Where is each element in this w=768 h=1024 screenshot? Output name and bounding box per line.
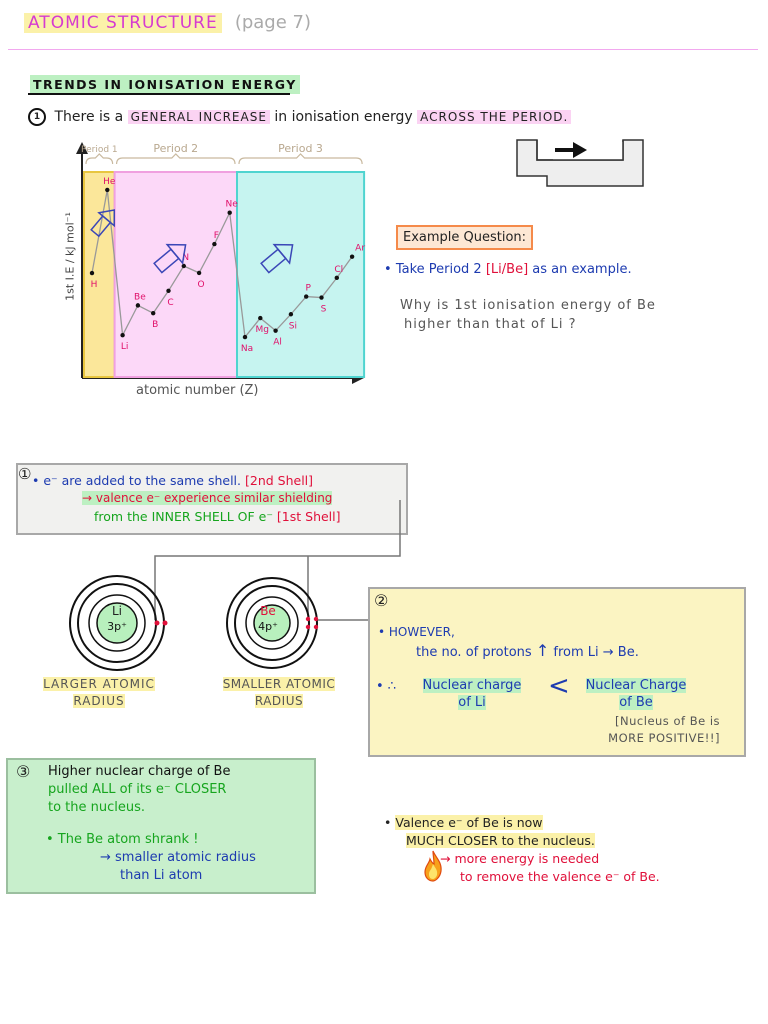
period-brace [116,153,236,165]
trend-arrow-icon [153,243,187,274]
chart-xlabel: atomic number (Z) [136,383,259,398]
data-point [288,312,294,317]
conclusion: • Valence e⁻ of Be is now MUCH CLOSER to… [384,815,660,884]
period-brace [238,153,363,165]
explanation-box-3: ③ Higher nuclear charge of Be pulled ALL… [6,758,316,894]
page-number: (page 7) [234,12,311,33]
element-label: Li [121,342,129,352]
data-point [273,328,278,333]
box-number: ③ [16,762,31,781]
element-label: H [91,280,98,290]
period-label: Period 3 [278,142,323,155]
period-band [236,171,366,378]
section-title: TRENDS IN IONISATION ENERGY [30,74,300,94]
data-point [196,270,202,276]
element-label: P [305,284,311,294]
example-question-label: Example Question: [396,225,534,250]
element-label: S [321,305,327,315]
data-point [212,241,217,247]
period-band [113,171,238,378]
data-point [334,275,339,281]
period-label: Period 2 [153,142,198,155]
data-point [227,210,232,215]
section-title-underline [28,93,290,95]
circled-1-icon: 1 [28,108,46,126]
trend-arrow-icon [260,243,294,274]
atom-be-caption: SMALLER ATOMIC RADIUS [222,677,336,708]
atom-li-nucleus: 3p⁺ [107,620,127,633]
page-title: ATOMIC STRUCTURE [24,13,222,33]
atom-be [226,577,319,669]
atom-li [69,575,168,671]
data-point [181,263,186,269]
fire-icon [424,850,442,882]
data-point [166,288,171,293]
data-point [319,295,324,300]
data-point [304,294,309,299]
element-label: Ar [355,244,365,254]
data-point [349,254,355,259]
point-1: 1 There is a GENERAL INCREASE in ionisat… [28,108,572,126]
explanation-box-2: ② • HOWEVER, the no. of protons ↑ from L… [368,587,746,757]
atom-be-symbol: Be [260,604,276,618]
ie-series-line [91,189,353,339]
period-brace [85,153,114,165]
element-label: N [182,253,189,263]
data-point [120,333,125,338]
element-label: Mg [256,325,269,335]
header-divider [8,49,758,50]
data-point [89,270,95,276]
element-label: Ne [226,200,239,210]
element-label: F [214,231,219,241]
box-number: ① [18,465,32,483]
element-label: Be [134,292,146,302]
example-question-text: Why is 1st ionisation energy of Be highe… [400,298,656,332]
atom-li-caption: LARGER ATOMIC RADIUS [43,677,155,708]
page-header: ATOMIC STRUCTURE (page 7) [24,12,311,33]
element-label: O [198,280,205,290]
element-label: He [103,177,116,187]
data-point [258,315,263,321]
trend-arrow-icon [90,209,116,238]
element-label: Si [289,321,297,331]
box-number: ② [374,591,389,610]
periodic-table-sketch-icon [516,139,644,187]
element-label: B [152,320,158,330]
data-point [135,303,141,308]
period-label: Period 1 [81,145,118,155]
element-label: Cl [334,265,343,275]
atom-be-nucleus: 4p⁺ [258,620,278,633]
explanation-box-1: ① • e⁻ are added to the same shell. [2nd… [16,463,408,535]
element-label: C [167,298,173,308]
data-point [242,334,248,340]
y-axis-arrow [76,142,88,154]
example-bullet: • Take Period 2 [Li/Be] as an example. [384,262,632,277]
atom-li-symbol: Li [111,604,123,618]
element-label: Na [241,344,253,354]
data-point [151,310,156,316]
data-point [105,187,110,193]
element-label: Al [273,338,282,348]
